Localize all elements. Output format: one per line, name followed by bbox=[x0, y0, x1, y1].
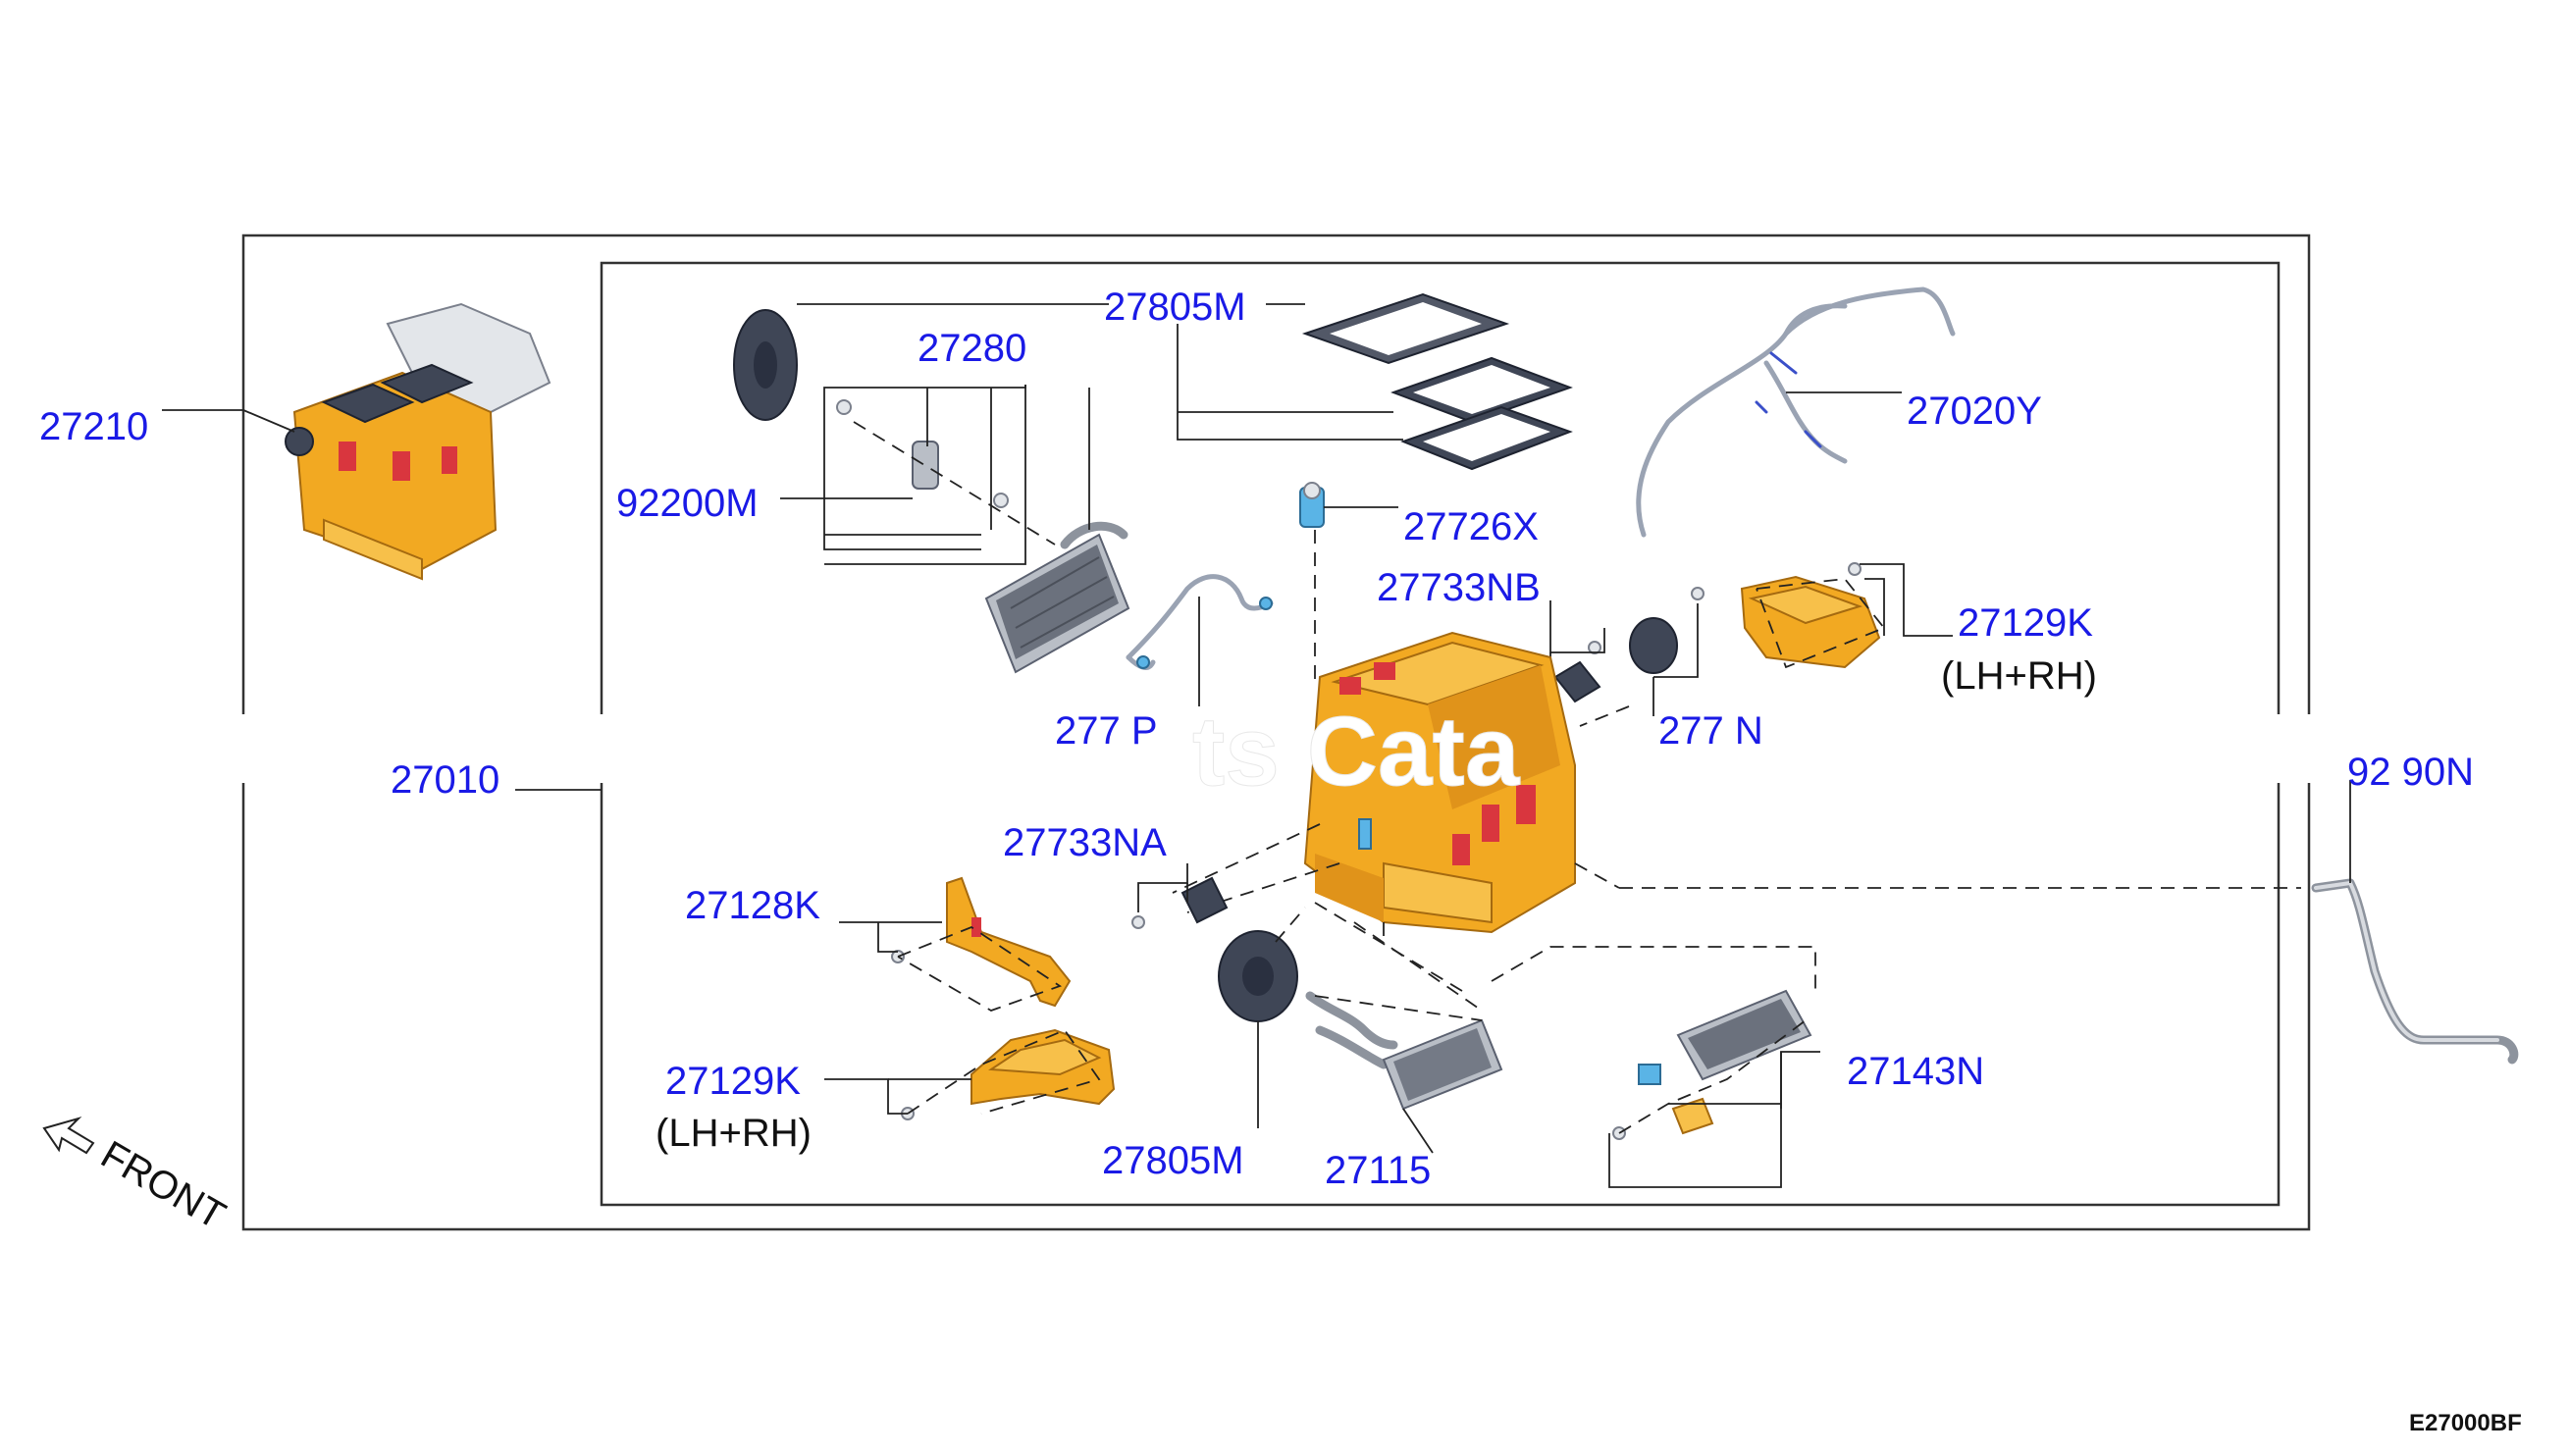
label-27733NB: 27733NB bbox=[1377, 566, 1541, 609]
part-27280-evaporator[interactable] bbox=[984, 521, 1130, 674]
part-27733NA-actuator[interactable] bbox=[1131, 876, 1229, 929]
part-27733NB-actuator[interactable] bbox=[1553, 641, 1601, 703]
label-27129K-bottom-side: (LH+RH) bbox=[656, 1112, 812, 1155]
part-27020Y-harness[interactable] bbox=[1636, 286, 1956, 538]
watermark: ts Cata bbox=[1192, 697, 1521, 806]
part-27805M-blower-bottom[interactable] bbox=[1218, 930, 1298, 1022]
part-27128K-duct[interactable] bbox=[891, 876, 1072, 1008]
part-27733N-actuator[interactable] bbox=[1629, 587, 1705, 674]
watermark-band bbox=[226, 714, 2335, 783]
part-27143N-ptc-heater[interactable] bbox=[1612, 989, 1812, 1140]
part-27129K-duct-top[interactable] bbox=[1740, 562, 1881, 669]
front-label: FRONT bbox=[94, 1133, 233, 1238]
label-27733N: 277 N bbox=[1658, 709, 1763, 753]
part-27129K-duct-bottom[interactable] bbox=[901, 1028, 1116, 1120]
part-92200M-expansion-valve[interactable] bbox=[836, 399, 1009, 508]
label-27733NA: 27733NA bbox=[1003, 821, 1167, 864]
label-27129K-top: 27129K bbox=[1958, 601, 2093, 645]
part-2774P-harness[interactable] bbox=[1126, 574, 1274, 670]
part-heater-unit-center[interactable] bbox=[1303, 631, 1576, 934]
label-27128K: 27128K bbox=[685, 884, 820, 927]
label-27280: 27280 bbox=[918, 327, 1026, 370]
label-27129K-top-side: (LH+RH) bbox=[1941, 654, 2097, 698]
label-27805M-bottom: 27805M bbox=[1102, 1139, 1244, 1182]
part-27805M-filters[interactable] bbox=[1301, 292, 1573, 471]
label-27010: 27010 bbox=[391, 758, 499, 802]
label-27020Y: 27020Y bbox=[1907, 390, 2042, 433]
part-27726X-sensor[interactable] bbox=[1299, 482, 1325, 528]
front-indicator: FRONT bbox=[42, 1116, 233, 1238]
label-27210: 27210 bbox=[39, 405, 148, 448]
part-27805M-ring-top[interactable] bbox=[733, 309, 798, 421]
label-92590N: 92 90N bbox=[2347, 751, 2474, 794]
label-27805M-top: 27805M bbox=[1104, 286, 1246, 329]
front-arrow-icon bbox=[42, 1116, 95, 1155]
label-92200M: 92200M bbox=[616, 482, 759, 525]
label-27129K-bottom: 27129K bbox=[665, 1060, 801, 1103]
diagram-code: E27000BF bbox=[2409, 1410, 2522, 1436]
part-92590N-pipe[interactable] bbox=[2311, 878, 2519, 1065]
label-2774P: 277 P bbox=[1055, 709, 1158, 753]
label-27143N: 27143N bbox=[1847, 1050, 1984, 1093]
label-27115: 27115 bbox=[1325, 1149, 1431, 1192]
part-27115-heater-core[interactable] bbox=[1305, 991, 1503, 1111]
label-27726X: 27726X bbox=[1403, 505, 1539, 548]
part-27210-heater-unit[interactable] bbox=[285, 302, 551, 581]
